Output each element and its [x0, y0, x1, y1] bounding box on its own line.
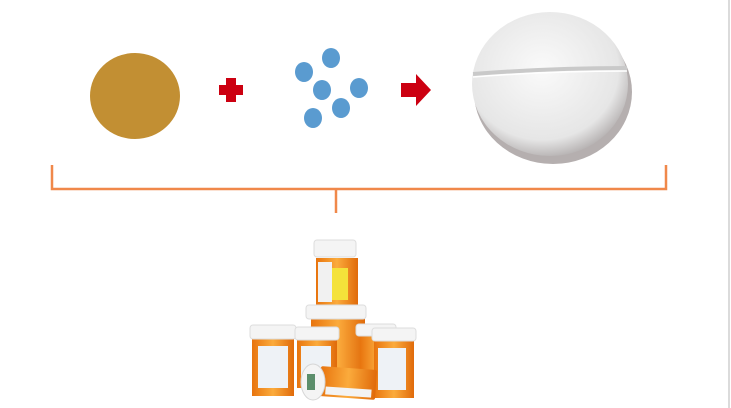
pill-bottles-icon	[249, 239, 417, 401]
dot	[313, 80, 331, 100]
tablet-pill-icon	[472, 12, 632, 164]
active-ingredient-dots-icon	[295, 48, 368, 128]
grouping-bracket	[50, 165, 668, 213]
dot	[295, 62, 313, 82]
dot	[304, 108, 322, 128]
arrow-right-icon	[401, 74, 431, 106]
dot	[350, 78, 368, 98]
dot	[332, 98, 350, 118]
dot	[322, 48, 340, 68]
plus-icon	[219, 78, 243, 102]
excipient-circle-icon	[90, 53, 180, 139]
